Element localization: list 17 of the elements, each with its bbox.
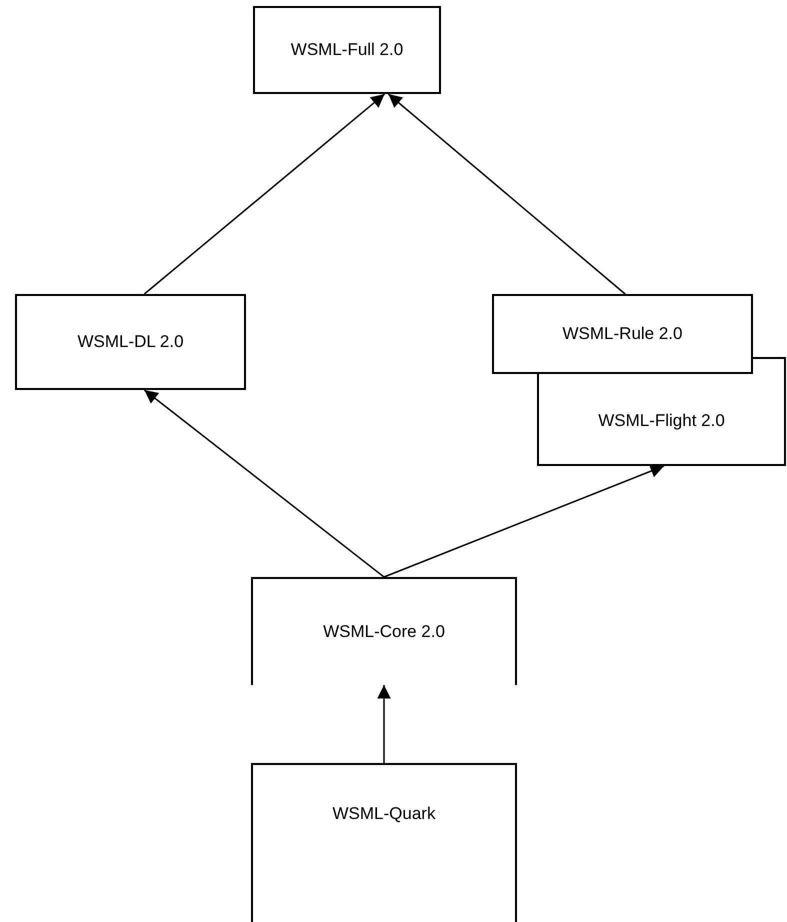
arrow xyxy=(144,389,384,578)
box xyxy=(253,6,441,94)
arrow xyxy=(384,464,664,578)
node-label: WSML-Full 2.0 xyxy=(290,40,404,60)
box xyxy=(15,294,246,390)
node-label: WSML-Rule 2.0 xyxy=(562,324,682,344)
box xyxy=(251,763,517,922)
box xyxy=(251,577,517,685)
arrow xyxy=(144,93,386,295)
node-label: WSML-Core 2.0 xyxy=(323,622,445,642)
node-label: WSML-Flight 2.0 xyxy=(598,411,725,431)
node-label: WSML-DL 2.0 xyxy=(77,332,184,352)
arrow xyxy=(388,93,626,295)
box xyxy=(537,374,786,466)
node-label: WSML-Quark xyxy=(332,804,436,824)
box xyxy=(492,294,753,374)
arrow xyxy=(377,685,391,763)
